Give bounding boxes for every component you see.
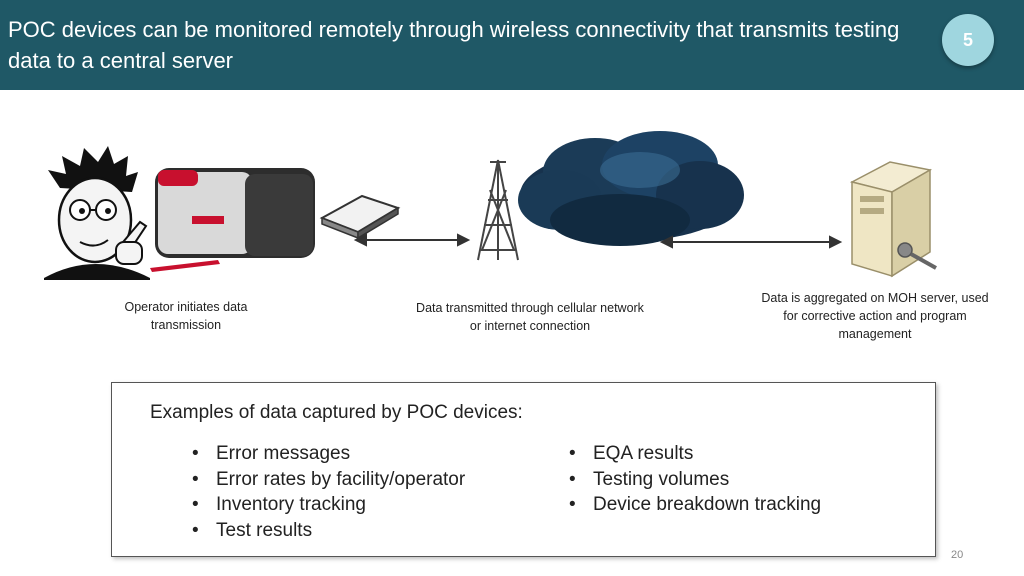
- list-item-text: Error rates by facility/operator: [216, 468, 466, 490]
- examples-heading: Examples of data captured by POC devices…: [150, 402, 523, 423]
- list-item: • Error messages: [192, 441, 465, 467]
- list-item: • Test results: [192, 518, 465, 544]
- examples-box: Examples of data captured by POC devices…: [111, 382, 936, 557]
- modem-icon: [319, 194, 401, 240]
- poc-device-icon: [150, 168, 315, 272]
- list-item: • Error rates by facility/operator: [192, 467, 465, 493]
- caption-server: Data is aggregated on MOH server, used f…: [761, 291, 989, 341]
- title-banner: POC devices can be monitored remotely th…: [0, 0, 1024, 90]
- slide-title: POC devices can be monitored remotely th…: [8, 17, 900, 73]
- list-item-text: Testing volumes: [593, 468, 730, 490]
- bullet-marker: •: [192, 494, 199, 515]
- bullet-marker: •: [192, 519, 199, 541]
- server-icon: [849, 161, 937, 278]
- list-item-text: Device breakdown tracking: [593, 494, 822, 515]
- bullet-marker: •: [192, 468, 199, 490]
- list-item: • EQA results: [569, 441, 821, 467]
- cell-tower-icon: [477, 159, 519, 261]
- list-item: • Testing volumes: [569, 467, 821, 493]
- list-item-text: Error messages: [216, 443, 351, 464]
- bullet-marker: •: [569, 468, 576, 490]
- caption-operator: Operator initiates data transmission: [124, 300, 248, 332]
- slide-number-badge: 5: [942, 14, 994, 66]
- page-number: 20: [951, 549, 964, 561]
- examples-list-left: • Error messages • Error rates by facility…: [192, 441, 465, 543]
- list-item: • Device breakdown tracking: [569, 492, 821, 518]
- list-item-text: Test results: [216, 519, 313, 541]
- operator-icon: [44, 146, 150, 280]
- list-item-text: Inventory tracking: [216, 494, 366, 515]
- bullet-marker: •: [569, 494, 576, 515]
- list-item: • Inventory tracking: [192, 492, 465, 518]
- bullet-marker: •: [192, 443, 199, 464]
- list-item-text: EQA results: [593, 443, 694, 464]
- examples-list-right: • EQA results • Testing volumes • Device br…: [569, 441, 821, 518]
- arrow-cloud-to-server: [659, 235, 843, 249]
- transmission-diagram: [44, 131, 937, 280]
- cloud-icon: [518, 131, 744, 246]
- arrow-modem-to-tower: [353, 233, 471, 247]
- caption-network: Data transmitted through cellular networ…: [416, 301, 644, 333]
- bullet-marker: •: [569, 443, 576, 464]
